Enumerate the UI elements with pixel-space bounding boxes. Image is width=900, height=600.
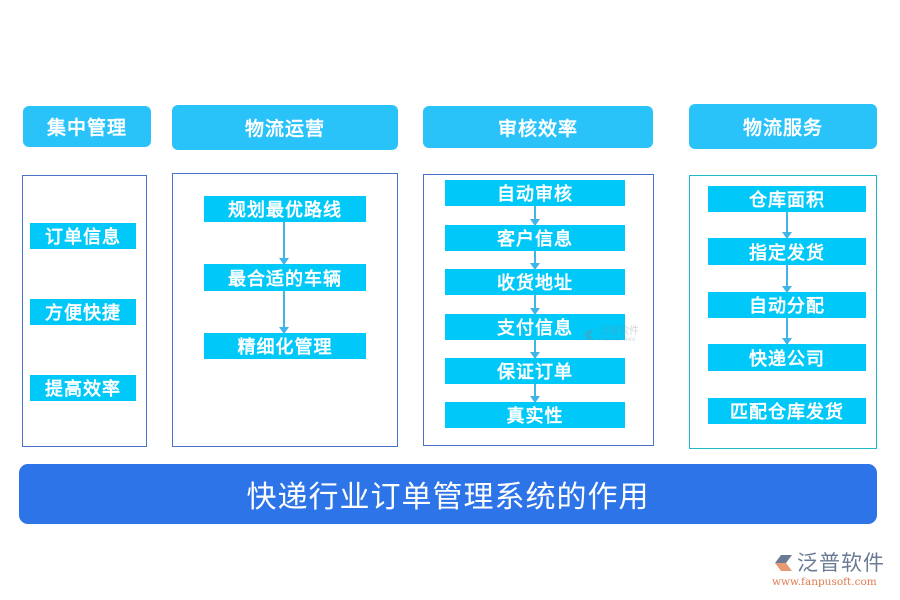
diagram-title: 快递行业订单管理系统的作用 (246, 480, 650, 515)
watermark: 泛普软件 FANPU SOFTWARE (582, 327, 639, 342)
item-improve-efficiency: 提高效率 (30, 375, 136, 401)
item-designated-shipping: 指定发货 (708, 238, 866, 265)
arrow-down-icon (782, 265, 792, 293)
brand-url: www.fanpusoft.com (772, 576, 877, 588)
item-order-info: 订单信息 (30, 223, 136, 249)
brand-logo-icon (775, 555, 792, 571)
item-guarantee-order: 保证订单 (445, 358, 625, 384)
item-auto-review: 自动审核 (445, 180, 625, 206)
brand-name: 泛普软件 (797, 551, 885, 575)
item-fine-management: 精细化管理 (204, 333, 366, 359)
arrow-down-icon (782, 318, 792, 345)
item-authenticity: 真实性 (445, 402, 625, 428)
header-centralized-management: 集中管理 (23, 106, 151, 147)
item-suitable-vehicle: 最合适的车辆 (204, 264, 366, 291)
watermark-text: 泛普软件 (599, 326, 639, 337)
watermark-subtext: FANPU SOFTWARE (599, 337, 636, 342)
arrow-down-icon (530, 340, 540, 359)
watermark-logo-icon (584, 329, 594, 340)
item-optimal-route: 规划最优路线 (204, 196, 366, 222)
brand-logo: 泛普软件 www.fanpusoft.com (772, 552, 897, 594)
item-auto-allocation: 自动分配 (708, 292, 866, 318)
item-warehouse-area: 仓库面积 (708, 186, 866, 212)
header-review-efficiency: 审核效率 (423, 106, 653, 148)
item-match-warehouse-shipping: 匹配仓库发货 (708, 398, 866, 424)
arrow-down-icon (530, 295, 540, 315)
arrow-down-icon (530, 251, 540, 270)
item-courier-company: 快递公司 (708, 344, 866, 371)
item-delivery-address: 收货地址 (445, 269, 625, 295)
item-payment-info: 支付信息 (445, 314, 625, 340)
arrow-down-icon (279, 222, 289, 265)
diagram-title-bar: 快递行业订单管理系统的作用 (19, 464, 877, 524)
arrow-down-icon (782, 212, 792, 239)
header-logistics-operation: 物流运营 (172, 105, 398, 150)
arrow-down-icon (279, 291, 289, 334)
arrow-down-icon (530, 384, 540, 403)
arrow-down-icon (530, 206, 540, 226)
item-customer-info: 客户信息 (445, 225, 625, 251)
item-convenient: 方便快捷 (30, 299, 136, 325)
header-logistics-service: 物流服务 (689, 104, 877, 149)
